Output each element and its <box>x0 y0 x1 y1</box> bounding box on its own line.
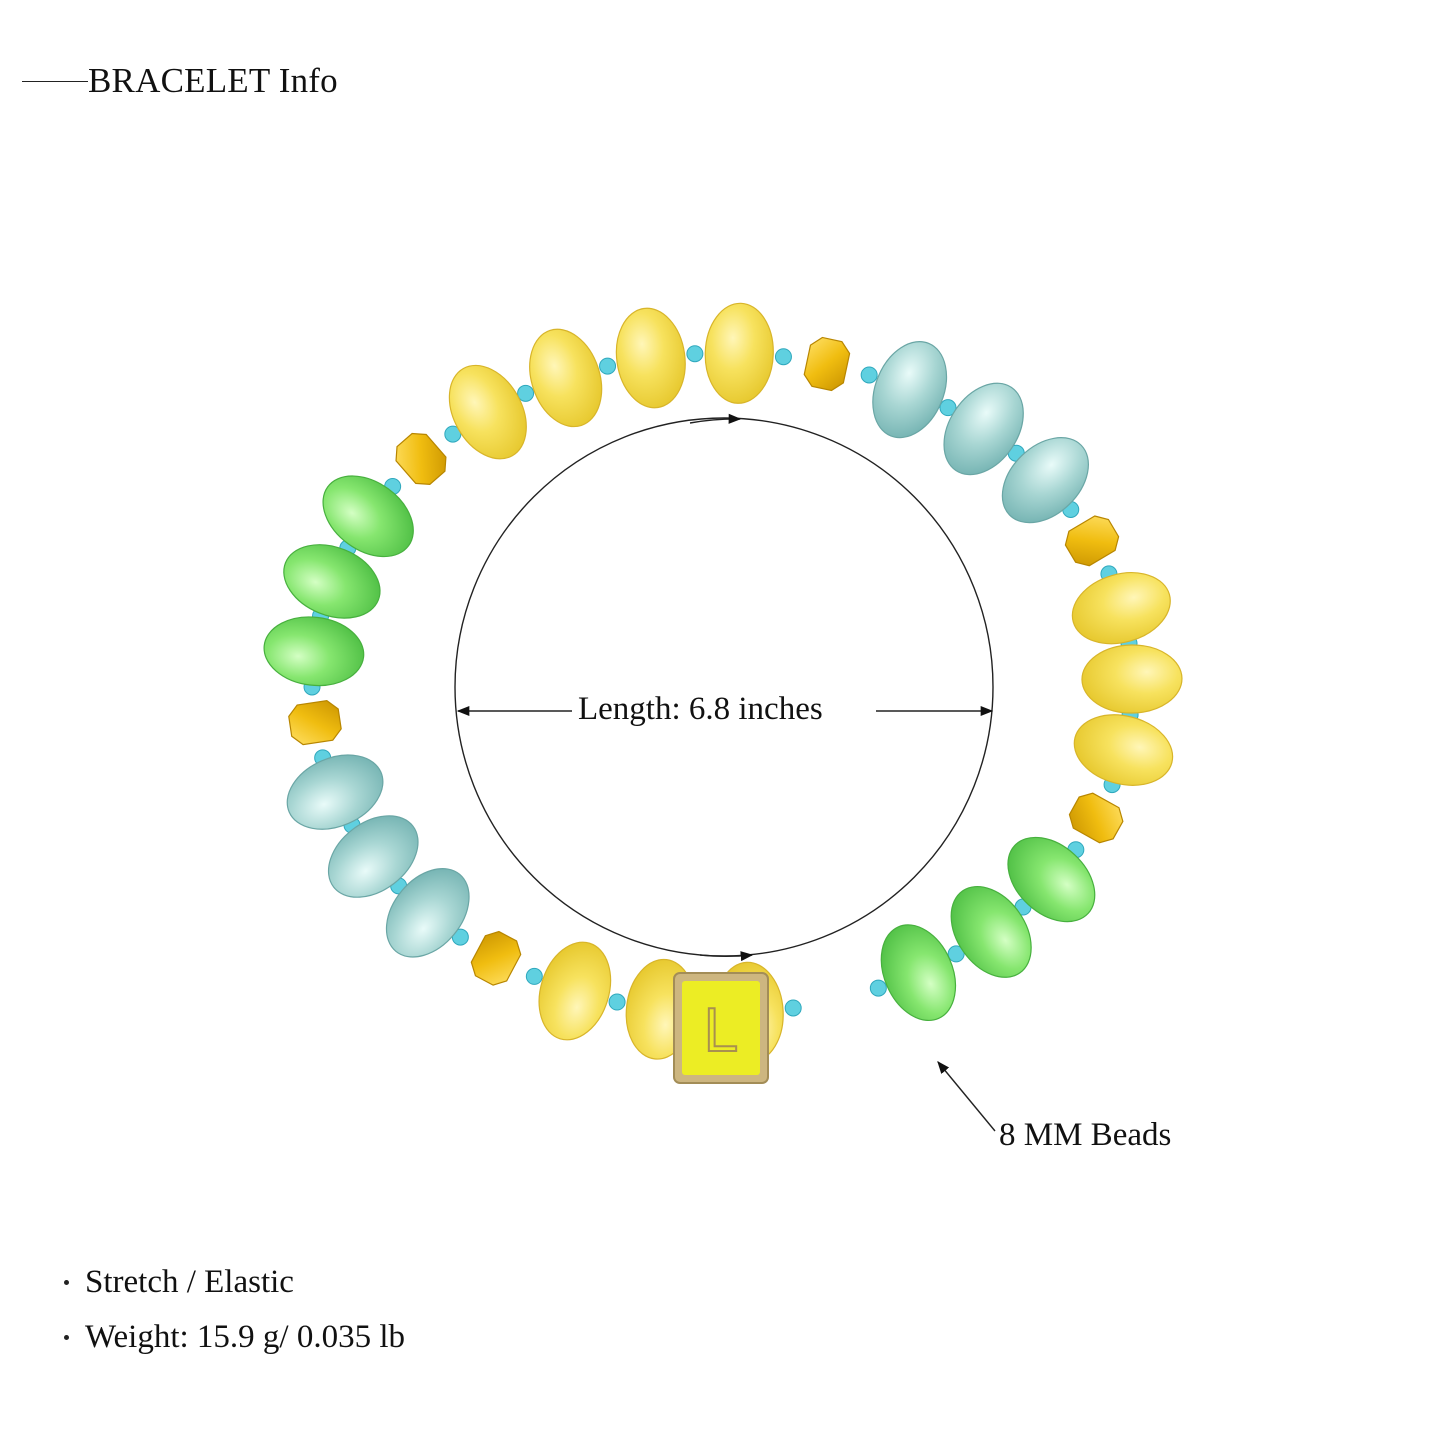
seed-bead <box>774 348 792 366</box>
circumference-arrow-bottom <box>699 951 754 962</box>
faceted-crystal-bead <box>395 432 447 485</box>
spec-text: Weight: 15.9 g/ 0.035 lb <box>85 1319 405 1355</box>
aqua-jade-bead <box>943 382 1024 476</box>
yellow-jade-bead <box>448 364 527 460</box>
faceted-crystal-bead <box>803 336 851 392</box>
yellow-jade-bead <box>704 302 774 404</box>
spec-item-weight: Weight: 15.9 g/ 0.035 lb <box>64 1317 405 1357</box>
charm-letter: L <box>704 996 738 1065</box>
page-title: BRACELET Info <box>88 61 338 100</box>
aqua-jade-bead <box>286 754 384 830</box>
seed-bead <box>599 357 617 375</box>
green-jade-bead <box>950 885 1032 978</box>
seed-bead <box>860 366 878 384</box>
yellow-jade-bead <box>1073 714 1174 786</box>
seed-bead <box>517 384 535 402</box>
inner-circumference-circle <box>454 417 994 957</box>
bead-size-arrow <box>937 1061 996 1132</box>
length-label: Length: 6.8 inches <box>576 689 825 729</box>
bullet-icon <box>64 1279 69 1285</box>
aqua-jade-bead <box>385 868 470 958</box>
seed-bead <box>608 993 626 1011</box>
yellow-jade-bead <box>1071 572 1171 645</box>
page-header: BRACELET Info <box>22 56 338 106</box>
faceted-crystal-bead <box>1064 515 1120 567</box>
seed-bead <box>784 999 802 1017</box>
seed-bead <box>939 399 957 417</box>
header-rule <box>22 80 88 82</box>
green-jade-bead <box>263 616 365 687</box>
faceted-crystal-bead <box>288 699 342 746</box>
spec-text: Stretch / Elastic <box>85 1264 294 1300</box>
seed-bead <box>869 979 887 997</box>
bead-size-label: 8 MM Beads <box>999 1117 1172 1153</box>
yellow-jade-bead <box>1081 644 1183 714</box>
green-jade-bead <box>322 475 414 558</box>
letter-charm: L <box>673 972 769 1084</box>
bullet-icon <box>64 1334 69 1340</box>
seed-bead <box>686 345 704 363</box>
aqua-jade-bead <box>1001 437 1089 524</box>
green-jade-bead <box>283 544 381 619</box>
aqua-jade-bead <box>872 341 948 439</box>
yellow-jade-bead <box>529 328 603 428</box>
spec-item-elastic: Stretch / Elastic <box>64 1262 294 1302</box>
yellow-jade-bead <box>615 307 686 409</box>
faceted-crystal-bead <box>1068 792 1124 844</box>
seed-bead <box>947 945 965 963</box>
yellow-jade-bead <box>538 941 612 1041</box>
aqua-jade-bead <box>327 815 419 898</box>
seed-bead <box>525 967 543 985</box>
faceted-crystal-bead <box>470 930 522 986</box>
green-jade-bead <box>1007 836 1096 923</box>
bead-ring <box>263 302 1183 1063</box>
green-jade-bead <box>880 924 957 1022</box>
circumference-arrow-top <box>689 413 742 424</box>
